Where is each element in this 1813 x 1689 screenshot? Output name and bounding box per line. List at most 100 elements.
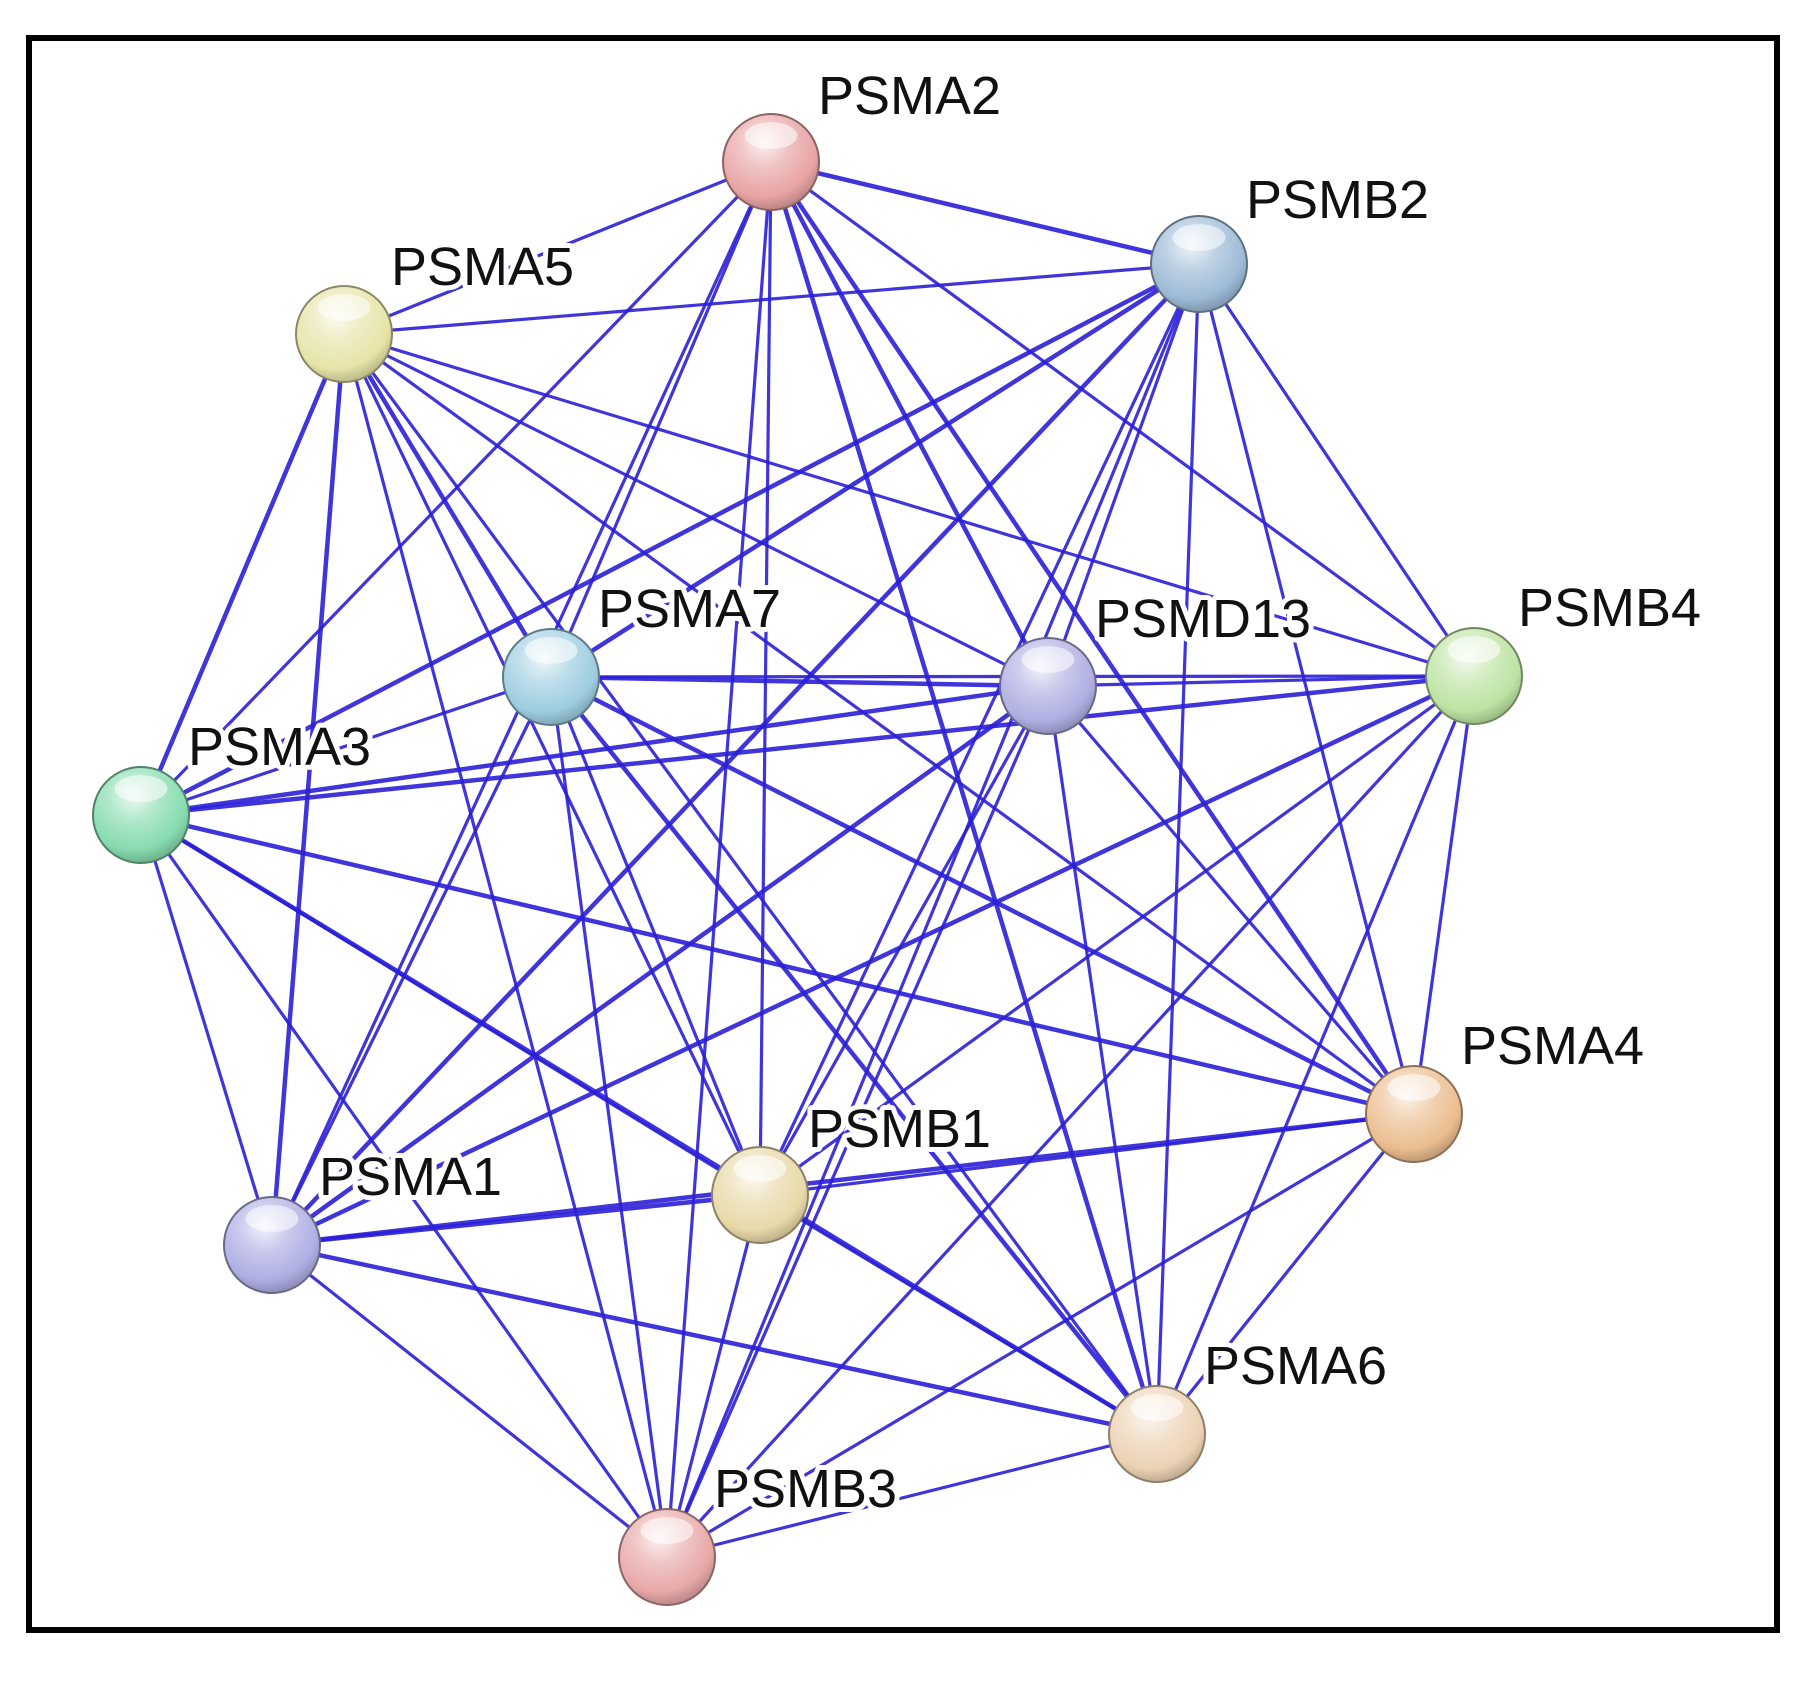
node-label-text: PSMB4 bbox=[1518, 578, 1701, 638]
edge-psmb2-psmd13 bbox=[1046, 262, 1201, 688]
edge-psma2-psma5 bbox=[342, 160, 773, 336]
node-label-text: PSMB3 bbox=[714, 1459, 897, 1519]
edge-psma5-psmb3 bbox=[342, 332, 669, 1559]
node-highlight bbox=[640, 1517, 694, 1545]
node-psma3[interactable] bbox=[92, 766, 190, 864]
edge-psma3-psmb3 bbox=[139, 813, 669, 1559]
edge-psmb4-psmb3 bbox=[665, 674, 1476, 1559]
node-label-text: PSMA3 bbox=[188, 717, 371, 777]
svg-text:PSMB4: PSMB4 bbox=[1518, 578, 1701, 638]
edge-psma5-psma6 bbox=[342, 332, 1159, 1436]
node-highlight bbox=[1387, 1074, 1441, 1102]
svg-text:PSMA6: PSMA6 bbox=[1204, 1336, 1387, 1396]
edge-psma2-psma7 bbox=[549, 160, 773, 679]
edge-psma2-psmb1 bbox=[758, 160, 773, 1197]
node-label-text: PSMB2 bbox=[1246, 170, 1429, 230]
edge-psma4-psmb3 bbox=[665, 1112, 1416, 1559]
svg-text:PSMB1: PSMB1 bbox=[808, 1099, 991, 1159]
edge-psmb2-psmb3 bbox=[665, 262, 1201, 1559]
edge-psma3-psma4 bbox=[138, 812, 1417, 1117]
edge-psmb4-psma6 bbox=[1155, 674, 1476, 1436]
node-highlight bbox=[1130, 1394, 1184, 1422]
edge-psmb2-psma7 bbox=[548, 261, 1202, 680]
edge-psma2-psma6 bbox=[768, 159, 1160, 1437]
node-psma4[interactable] bbox=[1365, 1065, 1463, 1163]
node-psma2[interactable] bbox=[722, 113, 820, 211]
edge-psma7-psma6 bbox=[548, 674, 1160, 1437]
node-highlight bbox=[317, 294, 371, 322]
edge-psma2-psma4 bbox=[768, 159, 1417, 1117]
edge-psmd13-psma6 bbox=[1046, 684, 1159, 1436]
edge-psma1-psma6 bbox=[269, 1242, 1160, 1437]
svg-text:PSMA7: PSMA7 bbox=[598, 579, 781, 639]
edge-psma5-psmb1 bbox=[342, 332, 762, 1197]
labels-layer: PSMA2PSMA2PSMB2PSMB2PSMA5PSMA5PSMA7PSMA7… bbox=[183, 61, 1706, 1524]
edges-layer bbox=[138, 159, 1477, 1559]
edge-psmb2-psma4 bbox=[1197, 262, 1416, 1116]
edge-psma2-psmb3 bbox=[665, 160, 773, 1559]
edge-psma3-psma1 bbox=[139, 813, 274, 1247]
edge-psma5-psmd13 bbox=[342, 332, 1050, 688]
edge-psma2-psmb2 bbox=[768, 159, 1202, 267]
edge-psma2-psma3 bbox=[139, 160, 773, 817]
nodes-layer bbox=[92, 113, 1523, 1606]
node-highlight bbox=[1021, 646, 1075, 674]
node-psmb4[interactable] bbox=[1425, 627, 1523, 725]
node-psma6[interactable] bbox=[1108, 1385, 1206, 1483]
edge-psmb1-psmb3 bbox=[665, 1193, 762, 1559]
edge-psma7-psmb3 bbox=[549, 675, 669, 1559]
edge-psmd13-psmb1 bbox=[758, 684, 1050, 1197]
node-highlight bbox=[524, 637, 578, 665]
svg-text:PSMB3: PSMB3 bbox=[714, 1459, 897, 1519]
svg-text:PSMA4: PSMA4 bbox=[1461, 1016, 1644, 1076]
node-highlight bbox=[1172, 224, 1226, 252]
node-highlight bbox=[114, 775, 168, 803]
edge-psma5-psma4 bbox=[342, 332, 1416, 1116]
svg-text:PSMD13: PSMD13 bbox=[1095, 589, 1311, 649]
node-psma7[interactable] bbox=[502, 628, 600, 726]
node-highlight bbox=[733, 1155, 787, 1183]
node-highlight bbox=[1447, 636, 1501, 664]
edge-psma2-psmd13 bbox=[768, 159, 1051, 689]
node-psmd13[interactable] bbox=[999, 637, 1097, 735]
edge-psma4-psma1 bbox=[269, 1111, 1417, 1248]
edge-psma2-psmb4 bbox=[769, 160, 1476, 678]
edge-psmd13-psmb3 bbox=[665, 684, 1050, 1559]
edge-psma5-psma3 bbox=[138, 331, 347, 818]
edge-psmb1-psma1 bbox=[269, 1192, 763, 1248]
svg-text:PSMA5: PSMA5 bbox=[391, 237, 574, 297]
edge-psma7-psma1 bbox=[270, 675, 553, 1247]
svg-text:PSMA2: PSMA2 bbox=[818, 66, 1001, 126]
node-label-text: PSMA4 bbox=[1461, 1016, 1644, 1076]
edge-psmb1-psma6 bbox=[758, 1193, 1159, 1436]
node-psma1[interactable] bbox=[223, 1196, 321, 1294]
node-label-text: PSMA5 bbox=[391, 237, 574, 297]
node-highlight bbox=[245, 1205, 299, 1233]
svg-text:PSMA1: PSMA1 bbox=[319, 1147, 502, 1207]
edge-psmd13-psmb4 bbox=[1046, 674, 1476, 688]
node-highlight bbox=[744, 122, 798, 150]
node-psmb2[interactable] bbox=[1150, 215, 1248, 313]
node-psmb1[interactable] bbox=[711, 1146, 809, 1244]
edge-psma4-psma6 bbox=[1155, 1112, 1416, 1436]
edge-psma7-psma3 bbox=[139, 675, 553, 817]
node-psma5[interactable] bbox=[295, 285, 393, 383]
edge-psma6-psmb3 bbox=[665, 1432, 1159, 1559]
node-label-text: PSMD13 bbox=[1095, 589, 1311, 649]
node-label-text: PSMA1 bbox=[319, 1147, 502, 1207]
edge-psmb2-psma3 bbox=[138, 261, 1202, 818]
node-label-text: PSMA7 bbox=[598, 579, 781, 639]
edge-psmb2-psmb4 bbox=[1197, 262, 1476, 678]
edge-psmb4-psma1 bbox=[269, 673, 1477, 1248]
node-psmb3[interactable] bbox=[618, 1508, 716, 1606]
edge-psma1-psmb3 bbox=[270, 1243, 669, 1559]
